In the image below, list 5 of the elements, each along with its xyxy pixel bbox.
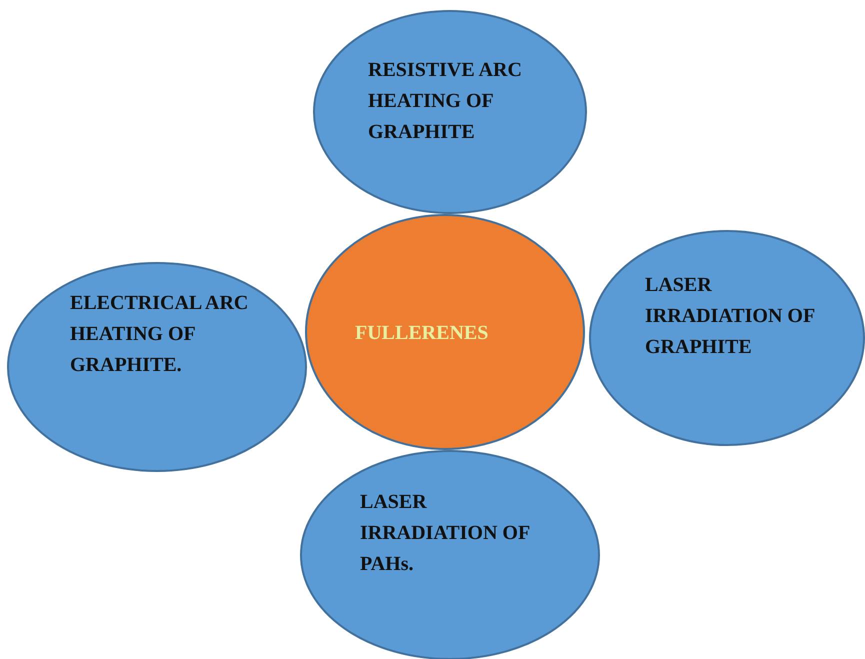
node-label: RESISTIVE ARC HEATING OF GRAPHITE [368, 58, 523, 145]
node-label: LASER IRRADIATION OF GRAPHITE [645, 273, 816, 360]
node-label: ELECTRICAL ARC HEATING OF GRAPHITE. [70, 291, 250, 378]
node-label: LASER IRRADIATION OF PAHs. [360, 490, 530, 577]
node-label: FULLERENES [355, 321, 490, 345]
